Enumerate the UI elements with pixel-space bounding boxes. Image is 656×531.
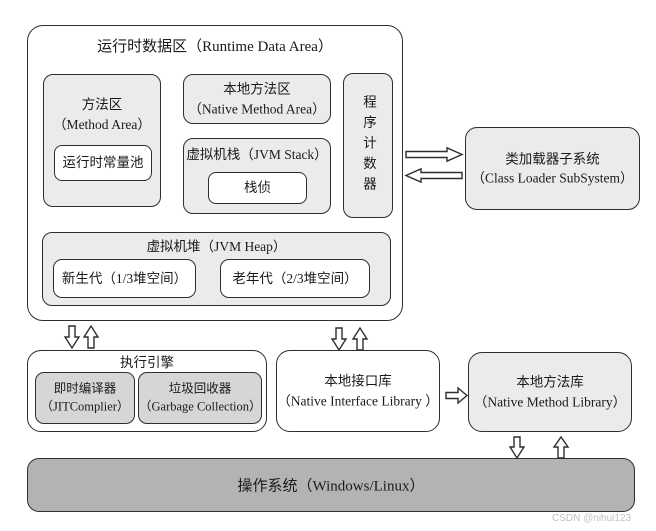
jit-compiler-box: 即时编译器 （JITComplier） (35, 372, 135, 424)
old-gen-box: 老年代（2/3堆空间） (220, 259, 370, 298)
jvm-stack-box: 虚拟机栈（JVM Stack） 栈侦 (183, 138, 331, 214)
runtime-to-interface-arrow-down-icon (330, 327, 348, 352)
jvm-stack-title: 虚拟机栈（JVM Stack） (186, 147, 328, 162)
class-loader-label-cn: 类加载器子系统 (505, 150, 600, 166)
stack-frame-box: 栈侦 (208, 172, 307, 204)
os-label: 操作系统（Windows/Linux） (237, 478, 425, 495)
jvm-heap-title: 虚拟机堆（JVM Heap） (146, 239, 287, 254)
young-gen-label: 新生代（1/3堆空间） (61, 270, 188, 286)
old-gen-label: 老年代（2/3堆空间） (232, 270, 358, 286)
runtime-data-area-title: 运行时数据区（Runtime Data Area） (97, 39, 333, 55)
pc-register-box: 程序计数器 (343, 73, 393, 218)
garbage-collector-label-cn: 垃圾回收器 (168, 381, 232, 396)
stack-frame-label: 栈侦 (244, 180, 271, 196)
native-method-area-label-en: （Native Method Area） (188, 101, 326, 116)
native-method-area-box: 本地方法区 （Native Method Area） (183, 74, 331, 124)
classloader-to-runtime-arrow-left-icon (404, 167, 463, 184)
native-method-library-label-cn: 本地方法库 (516, 374, 584, 390)
garbage-collector-label-en: （Garbage Collection） (139, 399, 262, 413)
class-loader-label-en: （Class Loader SubSystem） (471, 170, 634, 186)
native-interface-label-cn: 本地接口库 (324, 373, 392, 389)
engine-to-runtime-arrow-up-icon (82, 324, 100, 349)
jvm-heap-box: 虚拟机堆（JVM Heap） 新生代（1/3堆空间） 老年代（2/3堆空间） (42, 232, 391, 306)
os-to-methodlib-arrow-up-icon (552, 435, 570, 459)
watermark: CSDN @nihui123 (552, 513, 632, 524)
garbage-collector-box: 垃圾回收器 （Garbage Collection） (138, 372, 262, 424)
native-interface-label-en: （Native Interface Library ） (277, 393, 439, 408)
class-loader-box: 类加载器子系统 （Class Loader SubSystem） (465, 127, 640, 210)
jit-compiler-label-en: （JITComplier） (40, 399, 130, 413)
method-area-box: 方法区 （Method Area） 运行时常量池 (43, 74, 161, 207)
pc-register-label: 程序计数器 (361, 94, 376, 197)
native-method-area-label-cn: 本地方法区 (223, 81, 291, 97)
runtime-constant-pool-label: 运行时常量池 (62, 155, 144, 171)
execution-engine-box: 执行引擎 即时编译器 （JITComplier） 垃圾回收器 （Garbage … (27, 350, 267, 432)
runtime-to-engine-arrow-down-icon (63, 325, 81, 350)
young-gen-box: 新生代（1/3堆空间） (53, 259, 196, 298)
methodlib-to-os-arrow-down-icon (508, 436, 526, 460)
method-area-label-cn: 方法区 (81, 97, 123, 112)
execution-engine-title: 执行引擎 (120, 355, 174, 370)
native-interface-box: 本地接口库 （Native Interface Library ） (276, 350, 440, 432)
os-bar: 操作系统（Windows/Linux） (27, 458, 635, 512)
interface-to-runtime-arrow-up-icon (351, 326, 369, 351)
native-method-library-box: 本地方法库 （Native Method Library） (468, 352, 632, 432)
method-area-label-en: （Method Area） (53, 116, 151, 132)
runtime-to-classloader-arrow-right-icon (405, 146, 464, 163)
native-method-library-label-en: （Native Method Library） (473, 394, 627, 409)
interface-to-methodlib-arrow-right-icon (445, 386, 469, 405)
jit-compiler-label-cn: 即时编译器 (53, 381, 117, 396)
runtime-data-area-box: 运行时数据区（Runtime Data Area） 方法区 （Method Ar… (27, 25, 403, 321)
runtime-constant-pool-box: 运行时常量池 (54, 145, 152, 181)
